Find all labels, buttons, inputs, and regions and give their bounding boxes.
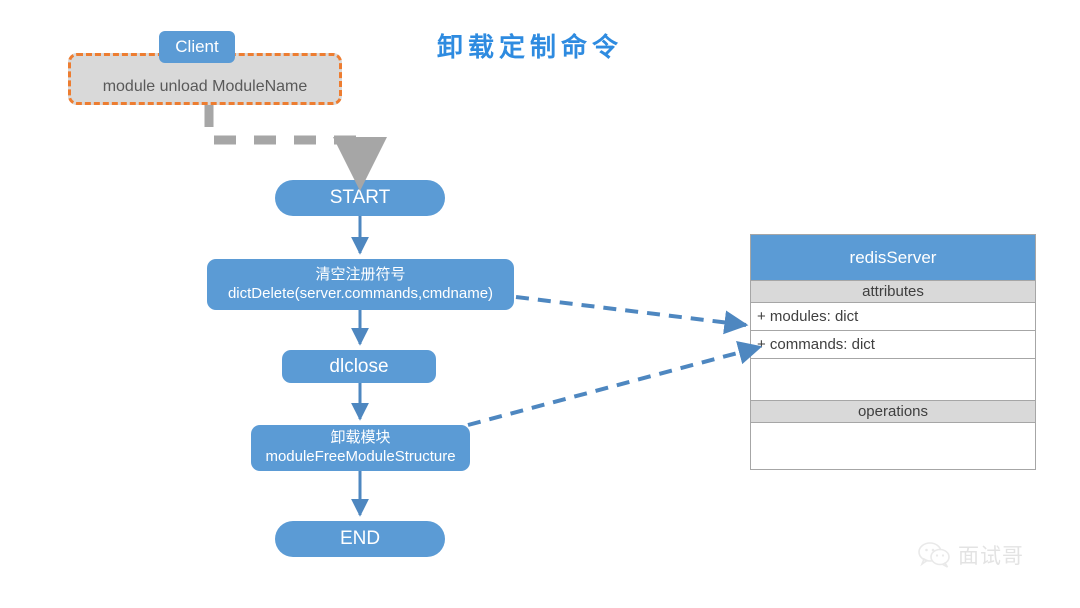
page-title: 卸载定制命令 [436,32,623,62]
uml-class-redisserver: redisServer attributes + modules: dict +… [750,234,1036,470]
uml-attributes-blank-row [751,359,1035,401]
flow-node-end-label: END [339,528,381,550]
uml-operations-header: operations [751,401,1035,423]
uml-attribute-modules: + modules: dict [751,303,1035,331]
flow-node-dictdelete[interactable]: 清空注册符号 dictDelete(server.commands,cmdnam… [207,259,514,310]
flow-node-dictdelete-label2: dictDelete(server.commands,cmdname) [227,284,494,302]
flow-node-dlclose-label: dlclose [329,355,389,377]
uml-operations-blank-row [751,423,1035,469]
client-command-text: module unload ModuleName [102,78,308,95]
uml-attribute-commands: + commands: dict [751,331,1035,359]
flow-node-dlclose[interactable]: dlclose [282,350,436,383]
connector-dictdelete-to-modules [515,295,749,335]
uml-attributes-header: attributes [751,281,1035,303]
connector-freemodule-to-commands [467,340,763,427]
flow-node-dictdelete-label: 清空注册符号 [315,265,406,283]
watermark: 面试哥 [918,540,1024,570]
connector-client-to-start [204,105,387,191]
flow-node-start-label: START [329,187,391,209]
uml-class-name: redisServer [751,235,1035,281]
wechat-icon [918,542,950,568]
flow-node-start[interactable]: START [275,180,445,216]
flow-node-end[interactable]: END [275,521,445,557]
flow-node-freemodule-label2: moduleFreeModuleStructure [265,448,456,465]
flow-node-freemodule-label: 卸载模块 [330,429,391,447]
client-tag-label: Client [159,31,235,63]
flow-node-freemodule[interactable]: 卸载模块 moduleFreeModuleStructure [251,425,470,471]
watermark-text: 面试哥 [958,545,1024,568]
